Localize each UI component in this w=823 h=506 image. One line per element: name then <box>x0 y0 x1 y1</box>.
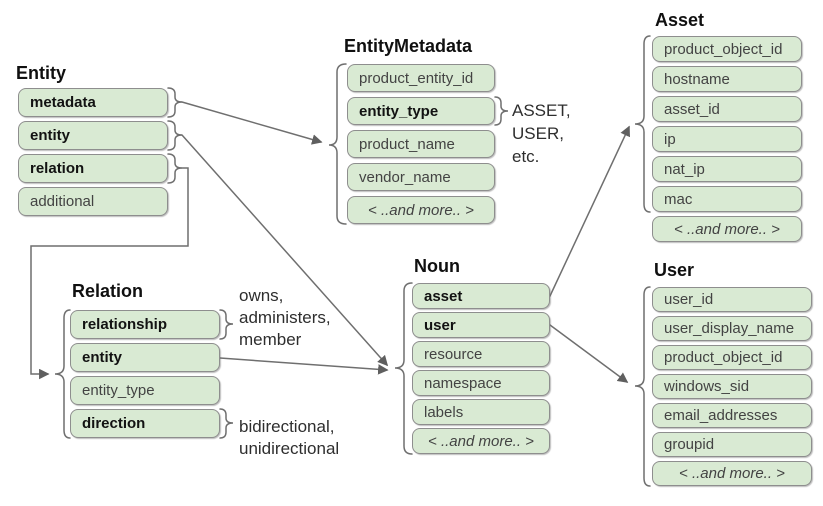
field-relation-relationship: relationship <box>70 310 220 339</box>
field-noun-asset: asset <box>412 283 550 309</box>
field-asset-and-more: < ..and more.. > <box>652 216 802 242</box>
connector-relationentity-to-noun <box>219 357 389 375</box>
box-entitymetadata-title: EntityMetadata <box>344 36 473 56</box>
field-noun-namespace: namespace <box>412 370 550 396</box>
brace-left-user <box>634 286 651 487</box>
field-noun-user: user <box>412 312 550 338</box>
annotation-relationship-values: owns, administers, member <box>239 286 331 349</box>
box-asset-title: Asset <box>655 10 705 30</box>
field-relation-entity-type: entity_type <box>70 376 220 405</box>
field-user-groupid: groupid <box>652 432 812 457</box>
field-asset-asset-id: asset_id <box>652 96 802 122</box>
field-asset-nat-ip: nat_ip <box>652 156 802 182</box>
brace-left-relation <box>54 309 71 439</box>
field-user-and-more: < ..and more.. > <box>652 461 812 486</box>
field-noun-and-more: < ..and more.. > <box>412 428 550 454</box>
field-noun-resource: resource <box>412 341 550 367</box>
box-entity-title: Entity <box>16 63 67 83</box>
field-em-vendor-name: vendor_name <box>347 163 495 191</box>
field-user-email-addresses: email_addresses <box>652 403 812 428</box>
brace-left-noun <box>394 282 413 455</box>
field-entity-relation: relation <box>18 154 168 183</box>
field-user-windows-sid: windows_sid <box>652 374 812 399</box>
brace-direction-values <box>219 408 234 439</box>
field-asset-mac: mac <box>652 186 802 212</box>
brace-left-asset <box>634 35 651 213</box>
brace-left-entitymetadata <box>328 63 347 225</box>
field-asset-product-object-id: product_object_id <box>652 36 802 62</box>
field-relation-entity: entity <box>70 343 220 372</box>
brace-entitytype-values <box>494 96 509 126</box>
field-entity-entity: entity <box>18 121 168 150</box>
field-user-user-display-name: user_display_name <box>652 316 812 341</box>
box-noun-title: Noun <box>414 256 460 276</box>
field-noun-labels: labels <box>412 399 550 425</box>
brace-relationship-values <box>219 309 234 340</box>
annotation-direction-values: bidirectional, unidirectional <box>239 417 340 458</box>
field-em-entity-type: entity_type <box>347 97 495 125</box>
brace-entity-entity-row <box>167 120 183 151</box>
field-user-user-id: user_id <box>652 287 812 312</box>
field-asset-hostname: hostname <box>652 66 802 92</box>
brace-entity-metadata-row <box>167 87 183 118</box>
connector-metadata-to-entitymetadata <box>181 101 323 145</box>
brace-entity-relation-row <box>167 153 183 184</box>
field-user-product-object-id: product_object_id <box>652 345 812 370</box>
annotation-entity-type-values: ASSET, USER, etc. <box>512 101 571 166</box>
field-em-product-entity-id: product_entity_id <box>347 64 495 92</box>
field-relation-direction: direction <box>70 409 220 438</box>
box-user-title: User <box>654 260 695 280</box>
field-asset-ip: ip <box>652 126 802 152</box>
field-entity-metadata: metadata <box>18 88 168 117</box>
field-em-product-name: product_name <box>347 130 495 158</box>
box-relation-title: Relation <box>72 281 144 301</box>
field-entity-additional: additional <box>18 187 168 216</box>
connector-nounuser-to-user <box>549 324 629 383</box>
field-em-and-more: < ..and more.. > <box>347 196 495 224</box>
